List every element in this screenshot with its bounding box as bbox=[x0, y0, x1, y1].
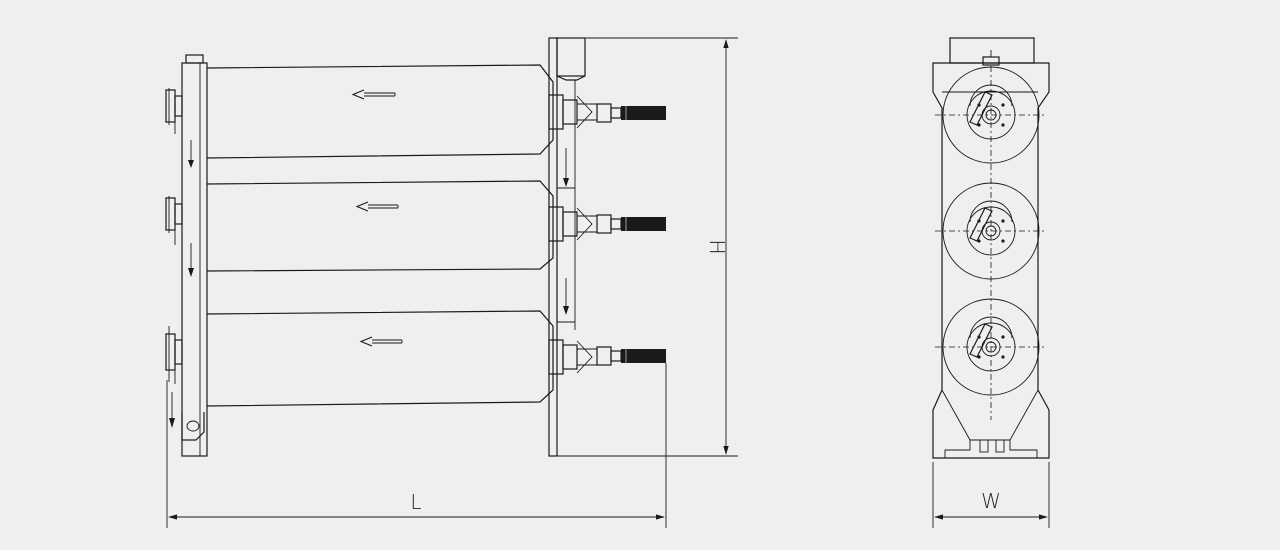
left-nozzle-bottom bbox=[165, 326, 183, 428]
side-port-1 bbox=[935, 66, 1047, 164]
shell-top bbox=[206, 64, 554, 159]
length-label: L bbox=[410, 490, 421, 514]
side-port-2 bbox=[935, 182, 1047, 280]
side-port-3 bbox=[935, 298, 1047, 396]
header-down-arrow-1 bbox=[188, 140, 194, 168]
height-label: H bbox=[705, 239, 729, 254]
left-header bbox=[165, 54, 208, 457]
right-nozzle-bottom bbox=[548, 339, 666, 375]
left-nozzle-middle bbox=[165, 196, 183, 245]
dimension-w: W bbox=[932, 462, 1050, 528]
width-label: W bbox=[981, 489, 1001, 513]
right-nozzle-top bbox=[548, 94, 666, 130]
flow-arrow-middle bbox=[355, 201, 399, 212]
dimension-h: H bbox=[557, 37, 738, 457]
shell-middle bbox=[206, 180, 554, 272]
front-view bbox=[165, 37, 666, 457]
right-down-arrow-2 bbox=[563, 278, 569, 315]
flow-arrow-top bbox=[351, 89, 396, 100]
dimension-l: L bbox=[166, 363, 667, 528]
flow-arrow-bottom bbox=[359, 336, 403, 347]
shell-bottom bbox=[206, 310, 554, 407]
side-view bbox=[932, 37, 1050, 459]
left-nozzle-top bbox=[165, 88, 183, 134]
header-down-arrow-2 bbox=[188, 243, 194, 277]
right-nozzle-middle bbox=[548, 206, 666, 242]
right-down-arrow-1 bbox=[563, 148, 569, 187]
right-header bbox=[548, 37, 586, 457]
